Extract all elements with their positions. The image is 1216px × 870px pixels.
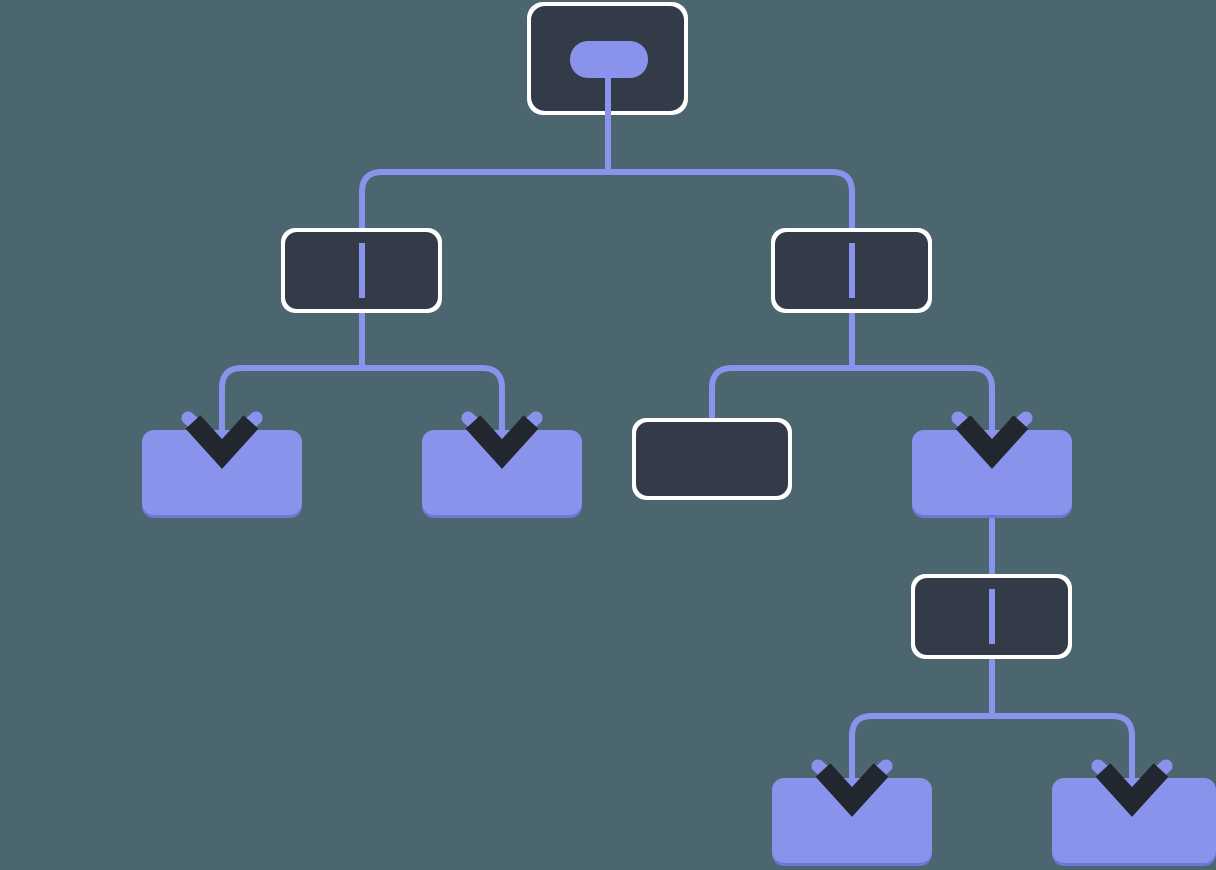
node-inner-connector-stub (359, 243, 365, 298)
level4-node-a[interactable] (772, 778, 932, 866)
level1-left-node[interactable] (281, 228, 442, 313)
arrowhead-to-level2-node-a (181, 398, 263, 469)
arrowhead-shaft-tip (989, 398, 995, 432)
node-layer (142, 2, 1216, 866)
arrowhead-shaft-tip (1129, 746, 1135, 780)
arrowhead-to-level2-node-d (951, 398, 1033, 469)
level1-right-node[interactable] (771, 228, 932, 313)
arrowhead-to-level4-node-b (1091, 746, 1173, 817)
level2-node-b[interactable] (422, 430, 582, 518)
connector-layer (219, 115, 1135, 778)
node-body (912, 430, 1072, 515)
connector-level1-left-to-level2[interactable] (219, 313, 505, 430)
arrowhead-dark-chevron (1095, 763, 1169, 817)
arrowhead-to-level4-node-a (811, 746, 893, 817)
arrowhead-layer (181, 398, 1173, 817)
node-body (142, 430, 302, 515)
arrowhead-dark-chevron (815, 763, 889, 817)
node-body (422, 430, 582, 515)
connector-level3-to-level4[interactable] (849, 659, 1135, 778)
node-inner-connector-stub (605, 78, 611, 115)
node-body (636, 422, 788, 496)
level4-node-b[interactable] (1052, 778, 1216, 866)
level3-node[interactable] (911, 574, 1072, 659)
connector-root-to-level1[interactable] (359, 115, 855, 228)
arrowhead-to-level2-node-b (461, 398, 543, 469)
arrowhead-shaft-tip (219, 398, 225, 432)
root-node[interactable] (527, 2, 688, 115)
node-inner-connector-stub (849, 243, 855, 298)
node-inner-connector-stub (989, 589, 995, 644)
level2-node-d[interactable] (912, 430, 1072, 518)
arrowhead-dark-chevron (465, 415, 539, 469)
arrowhead-shaft-tip (849, 746, 855, 780)
root-pill-badge[interactable] (570, 41, 648, 78)
arrowhead-dark-chevron (955, 415, 1029, 469)
arrowhead-dark-chevron (185, 415, 259, 469)
level2-node-c[interactable] (632, 418, 792, 500)
level2-node-a[interactable] (142, 430, 302, 518)
connector-level1-right-to-level2[interactable] (709, 313, 995, 430)
node-body (772, 778, 932, 863)
node-body (1052, 778, 1216, 863)
arrowhead-shaft-tip (499, 398, 505, 432)
